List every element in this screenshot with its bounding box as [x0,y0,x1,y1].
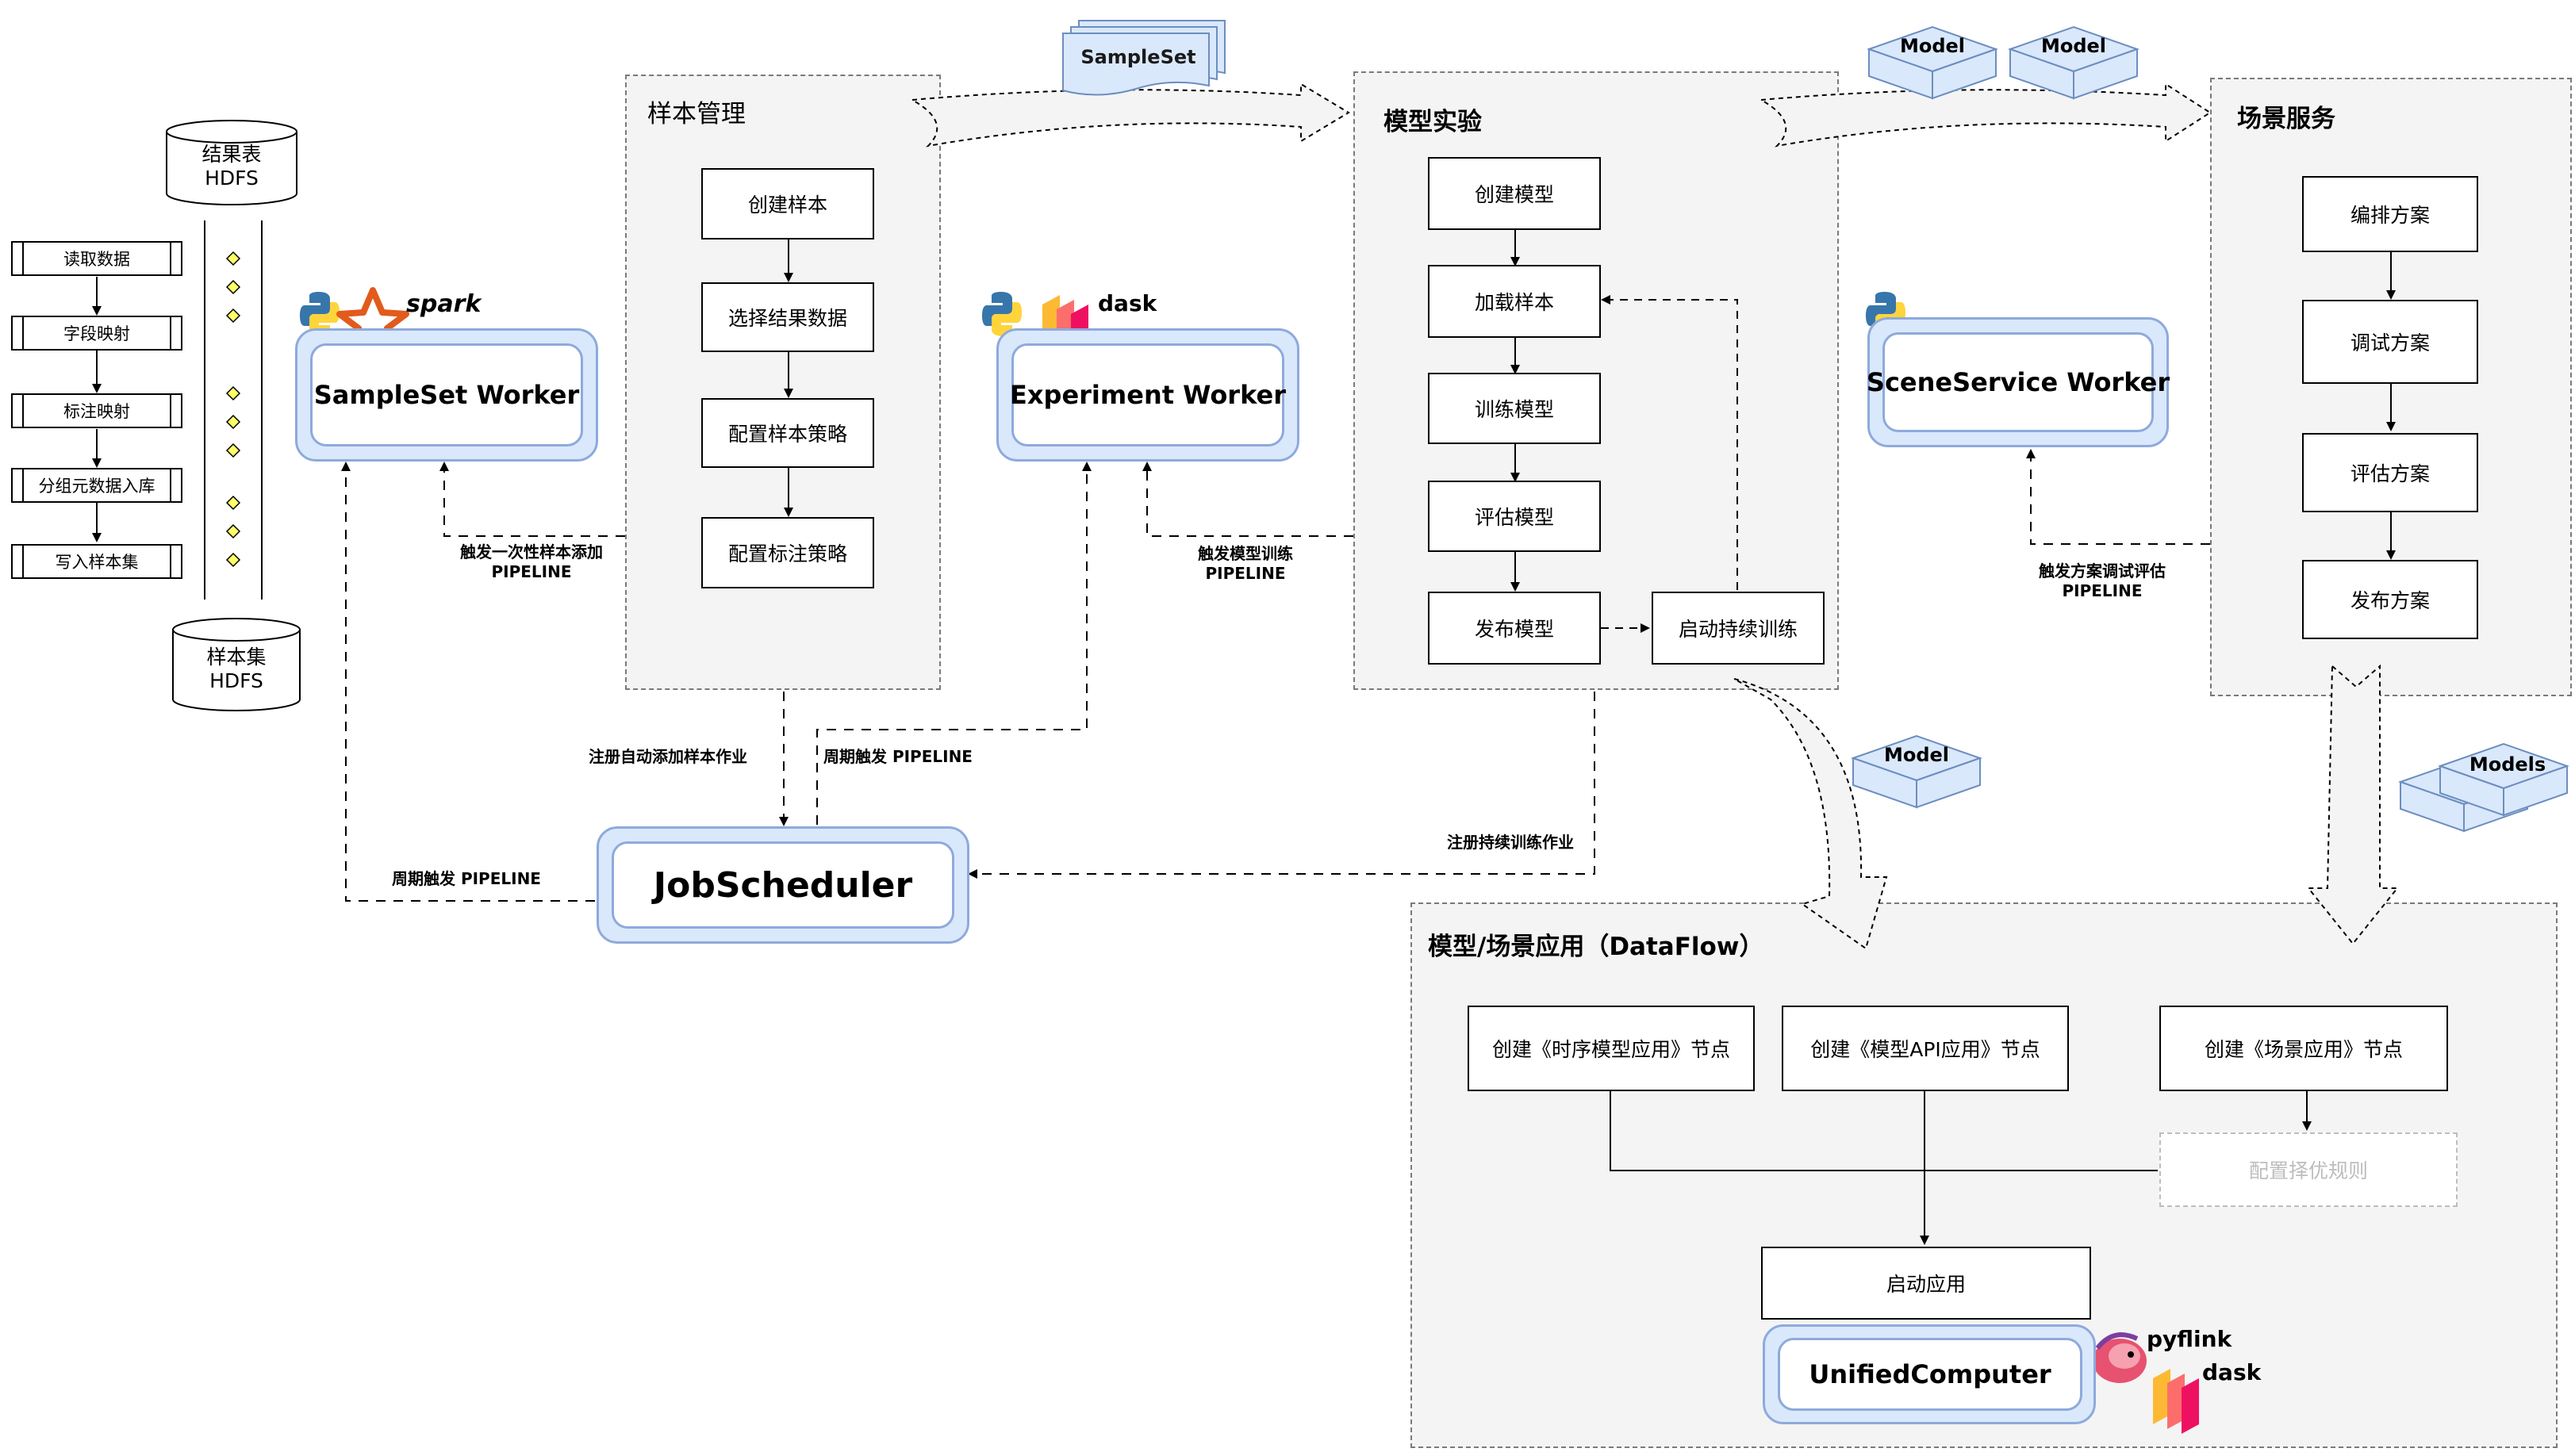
model-exp-dashed-arrows [1601,295,1738,633]
cylinder-result-table [166,120,297,205]
flow-arrows [909,82,2400,950]
edge-label-register-continuous: 注册持续训练作业 [1447,833,1574,852]
model-tag: Model [2040,35,2107,57]
experiment-worker-label: Experiment Worker [1010,343,1286,446]
sample-step[interactable]: 配置样本策略 [701,398,874,468]
scene-service-title: 场景服务 [2237,105,2335,133]
dataflow-node-timeseries[interactable]: 创建《时序模型应用》节点 [1468,1006,1755,1091]
pyflink-logo-text: pyflink [2147,1326,2232,1352]
scene-step[interactable]: 调试方案 [2302,300,2478,384]
spark-step[interactable]: 读取数据 [11,241,182,276]
edge-label-trigger-scene: 触发方案调试评估 PIPELINE [2023,561,2182,601]
sampleset-worker[interactable]: SampleSet Worker [295,328,598,462]
sample-set-label: 样本集 HDFS [169,646,304,693]
job-scheduler[interactable]: JobScheduler [597,826,969,944]
model-cube-c [1850,734,1983,809]
result-table-label: 结果表 HDFS [164,143,299,190]
scene-step[interactable]: 发布方案 [2302,560,2478,639]
edge-label-line: 触发模型训练 [1198,544,1293,563]
edge-label-periodic-trigger: 周期触发 PIPELINE [823,747,973,766]
sampleset-worker-label: SampleSet Worker [310,343,583,446]
sampleset-tag: SampleSet [1080,46,1196,68]
model-tag: Model [1883,744,1950,766]
dask-logo-text: dask [1098,290,1157,316]
model-step[interactable]: 评估模型 [1428,481,1601,552]
model-cube-a [1866,25,1999,100]
spark-logo-text: spark [406,290,482,318]
result-table-type: HDFS [205,167,259,190]
spark-step[interactable]: 写入样本集 [11,544,182,579]
continuous-training-box[interactable]: 启动持续训练 [1652,592,1825,665]
dataflow-node-scene-app[interactable]: 创建《场景应用》节点 [2159,1006,2448,1091]
model-step[interactable]: 发布模型 [1428,592,1601,665]
sceneservice-worker-label: SceneService Worker [1867,332,2170,432]
edge-label-line: 触发一次性样本添加 [460,542,603,561]
control-edges [341,449,2210,902]
unified-computer[interactable]: UnifiedComputer [1763,1324,2096,1424]
experiment-worker[interactable]: Experiment Worker [996,328,1299,462]
sample-step[interactable]: 创建样本 [701,168,874,239]
pyflink-icon [2093,1332,2147,1383]
edge-label-line: 触发方案调试评估 [2039,561,2166,580]
dataflow-title: 模型/场景应用（DataFlow） [1428,933,1764,961]
edge-label-trigger-sample: 触发一次性样本添加 PIPELINE [452,542,611,582]
cylinder-sample-set [172,618,301,711]
sceneservice-worker[interactable]: SceneService Worker [1867,317,2170,447]
dask-logo-text: dask [2202,1359,2262,1385]
edge-label-line: PIPELINE [491,562,572,581]
model-step[interactable]: 加载样本 [1428,265,1601,338]
edge-label-line: PIPELINE [2062,581,2143,600]
optimal-rule-box: 配置择优规则 [2159,1132,2458,1207]
start-app-box[interactable]: 启动应用 [1761,1247,2091,1320]
sampleset-tag-shape [1062,20,1226,96]
edge-label-trigger-train: 触发模型训练 PIPELINE [1166,544,1325,584]
models-cube [2397,742,2570,833]
scene-step[interactable]: 编排方案 [2302,176,2478,252]
model-step[interactable]: 训练模型 [1428,373,1601,444]
sample-mgmt-title: 样本管理 [647,100,746,128]
models-tag: Models [2469,753,2546,776]
unified-computer-label: UnifiedComputer [1778,1338,2082,1411]
sample-set-type: HDFS [209,669,263,692]
spark-step[interactable]: 字段映射 [11,316,182,351]
sample-set-name: 样本集 [206,646,267,669]
edge-label-register-auto-sample: 注册自动添加样本作业 [589,747,747,766]
sample-step[interactable]: 选择结果数据 [701,282,874,352]
edge-label-periodic-trigger: 周期触发 PIPELINE [392,869,541,888]
diamond-markers [225,251,241,568]
sample-step[interactable]: 配置标注策略 [701,517,874,588]
model-exp-title: 模型实验 [1383,108,1482,136]
job-scheduler-label: JobScheduler [612,841,954,929]
spark-step[interactable]: 分组元数据入库 [11,468,182,503]
edge-label-line: PIPELINE [1205,564,1286,583]
dask-icon [2153,1369,2199,1434]
python-icon [300,292,340,336]
model-cube-b [2007,25,2140,100]
spark-step[interactable]: 标注映射 [11,393,182,428]
result-table-name: 结果表 [201,143,262,166]
dataflow-connectors [1610,1091,2312,1245]
model-step[interactable]: 创建模型 [1428,157,1601,230]
model-tag: Model [1899,35,1966,57]
python-icon [982,292,1022,336]
scene-step[interactable]: 评估方案 [2302,433,2478,512]
dataflow-node-model-api[interactable]: 创建《模型API应用》节点 [1782,1006,2069,1091]
